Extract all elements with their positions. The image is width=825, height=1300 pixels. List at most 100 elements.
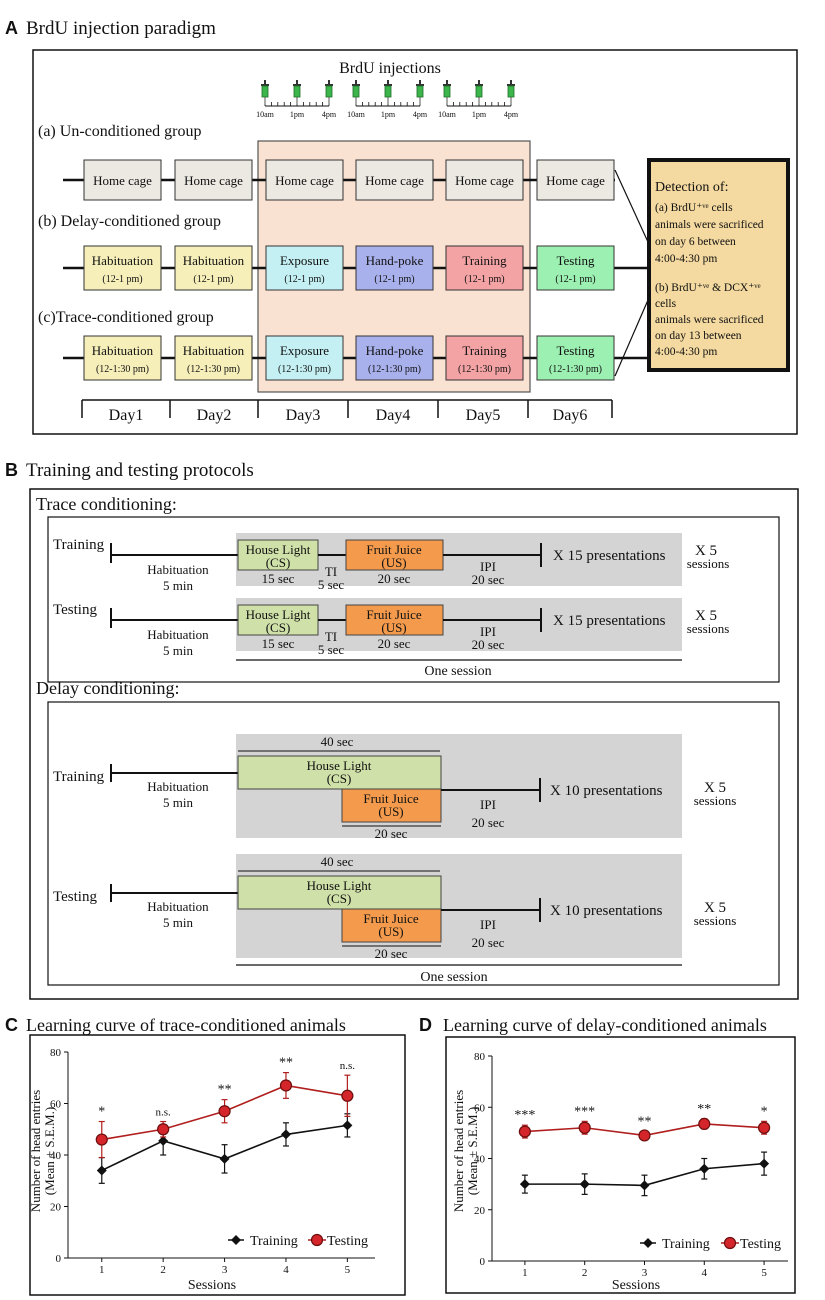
injection-time: 1pm	[290, 110, 305, 119]
chart-frame	[445, 1036, 796, 1294]
protocol-box	[265, 245, 344, 291]
legend-label-training: Training	[250, 1234, 298, 1249]
syringe-barrel	[384, 85, 392, 98]
presentations-label: X 15 presentations	[553, 613, 666, 629]
syringe-barrel	[507, 85, 515, 98]
detection-text: cells	[655, 298, 677, 310]
legend-marker-testing	[310, 1233, 324, 1247]
group-label: (a) Un-conditioned group	[38, 123, 202, 140]
protocol-box	[83, 159, 162, 201]
injection-time: 4pm	[413, 110, 428, 119]
cs-label: House Light	[307, 758, 372, 773]
habituation-label: Habituation	[147, 562, 209, 577]
syringe-icon	[352, 80, 360, 104]
x-tick-label: 3	[222, 1264, 228, 1276]
chart-letter: D	[419, 1015, 432, 1035]
syringe-grip	[443, 84, 451, 86]
syringe-grip	[384, 84, 392, 86]
day-label: Day5	[466, 407, 501, 424]
panel-b-letter: B	[5, 460, 18, 480]
protocol-label: Home cage	[184, 173, 243, 188]
syringe-barrel	[475, 85, 483, 98]
habituation-time: 5 min	[163, 578, 193, 593]
y-tick-label: 80	[474, 1051, 486, 1063]
syringe-barrel	[352, 85, 360, 98]
significance-label: *	[98, 1105, 105, 1120]
protocol-box	[174, 159, 253, 201]
sessions-label: sessions	[687, 556, 730, 571]
protocol-label: Training	[462, 343, 507, 358]
cs-label: House Light	[246, 542, 311, 557]
panel-a-letter: A	[5, 18, 18, 38]
syringe-icon	[293, 80, 301, 104]
data-point-testing	[638, 1129, 651, 1142]
us-sub: (US)	[378, 924, 403, 939]
day-label: Day6	[553, 407, 588, 424]
x-tick-label: 5	[761, 1267, 767, 1279]
delay-title: Delay conditioning:	[36, 678, 179, 698]
sessions-label: sessions	[694, 793, 737, 808]
data-point-training	[759, 1158, 770, 1169]
syringe-plunger	[355, 80, 357, 85]
protocol-box	[445, 159, 524, 201]
us-box	[341, 788, 442, 823]
protocol-time: (12-1:30 pm)	[96, 364, 149, 375]
ipi-time: 20 sec	[472, 572, 505, 587]
syringe-icon	[261, 80, 269, 104]
group-label: (c)Trace-conditioned group	[38, 309, 214, 326]
significance-label: n.s.	[156, 1107, 172, 1119]
ipi-time: 20 sec	[472, 815, 505, 830]
protocol-label: Home cage	[546, 173, 605, 188]
protocol-box	[536, 159, 615, 201]
syringe-barrel	[325, 85, 333, 98]
presentations-label: X 15 presentations	[553, 548, 666, 564]
syringe-barrel	[416, 85, 424, 98]
syringe-plunger	[446, 80, 448, 85]
syringe-grip	[475, 84, 483, 86]
syringe-icon	[475, 80, 483, 104]
detection-text: 4:00-4:30 pm	[655, 346, 717, 358]
injection-time: 10am	[438, 110, 457, 119]
x-tick-label: 4	[283, 1264, 289, 1276]
protocol-time: (12-1 pm)	[374, 274, 414, 285]
injection-time: 10am	[256, 110, 275, 119]
protocol-time: (12-1:30 pm)	[458, 364, 511, 375]
ti-time: 5 sec	[318, 577, 345, 592]
protocol-time: (12-1:30 pm)	[187, 364, 240, 375]
data-point-training	[280, 1129, 291, 1140]
y-axis-label: Number of head entries	[28, 1090, 43, 1212]
us-time: 20 sec	[378, 636, 411, 651]
data-point-testing	[518, 1125, 531, 1138]
data-point-training	[639, 1180, 650, 1191]
x-axis-label: Sessions	[188, 1278, 236, 1293]
y-tick-label: 80	[50, 1047, 62, 1059]
sessions-count: X 5	[695, 543, 717, 559]
syringe-grip	[261, 84, 269, 86]
us-label: Fruit Juice	[366, 542, 421, 557]
sessions-label: sessions	[694, 913, 737, 928]
ti-label: TI	[325, 564, 337, 579]
syringe-grip	[293, 84, 301, 86]
y-tick-label: 40	[474, 1154, 486, 1166]
detection-text: 4:00-4:30 pm	[655, 253, 717, 265]
protocol-label: Testing	[556, 343, 595, 358]
x-tick-label: 1	[99, 1264, 105, 1276]
protocol-box	[445, 245, 524, 291]
data-point-testing	[157, 1123, 170, 1136]
protocol-label: Home cage	[275, 173, 334, 188]
syringe-barrel	[443, 85, 451, 98]
habituation-label: Habituation	[147, 779, 209, 794]
one-session-label: One session	[420, 970, 487, 985]
row-label: Testing	[53, 602, 97, 618]
syringe-plunger	[510, 80, 512, 85]
sessions-count: X 5	[704, 900, 726, 916]
protocol-label: Habituation	[183, 253, 245, 268]
habituation-label: Habituation	[147, 627, 209, 642]
day-label: Day1	[109, 407, 144, 424]
detection-box	[647, 158, 790, 372]
data-point-training	[96, 1165, 107, 1176]
detection-title: Detection of:	[655, 180, 728, 195]
protocol-time: (12-1:30 pm)	[368, 364, 421, 375]
